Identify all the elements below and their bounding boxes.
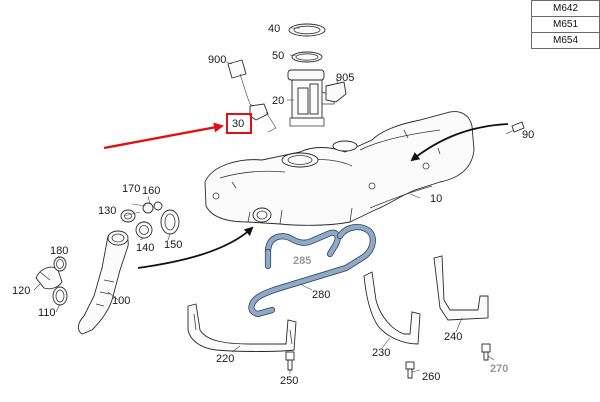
callout-20: 20 (272, 95, 284, 107)
strap-220 (187, 303, 297, 352)
part-130 (120, 209, 136, 223)
callout-270: 270 (490, 363, 508, 375)
callout-10: 10 (430, 193, 442, 205)
callout-40: 40 (268, 23, 280, 35)
engine-code-cell: M642 (531, 0, 600, 17)
callout-170: 170 (122, 183, 140, 195)
black-arrow-filler (137, 226, 254, 269)
level-sensor-905 (325, 81, 347, 103)
highlight-box (226, 113, 252, 134)
callout-260: 260 (422, 371, 440, 383)
fuel-tank (204, 111, 475, 226)
sensor-900 (227, 59, 259, 111)
callout-280: 280 (312, 289, 330, 301)
engine-code-cell: M651 (531, 16, 600, 33)
callout-90: 90 (522, 129, 534, 141)
filler-neck (77, 230, 129, 335)
bolt-250 (285, 351, 295, 371)
black-arrow-bracket (410, 123, 509, 162)
callout-250: 250 (280, 375, 298, 387)
callout-160: 160 (142, 185, 160, 197)
callout-140: 140 (136, 242, 154, 254)
callout-50: 50 (272, 50, 284, 62)
part-170 (142, 202, 154, 214)
callout-100: 100 (112, 295, 130, 307)
bolt-270 (481, 343, 491, 361)
clamp-110 (52, 286, 68, 306)
fuel-line-280 (248, 224, 376, 318)
fuel-pump-module (287, 23, 335, 127)
leader-lines (33, 27, 515, 374)
bolt-260 (405, 361, 415, 379)
clamp-180 (53, 256, 67, 272)
engine-code-table: M642 M651 M654 (531, 0, 600, 49)
callout-220: 220 (216, 353, 234, 365)
callout-240: 240 (444, 331, 462, 343)
engine-code-cell: M654 (531, 32, 600, 49)
callout-120: 120 (12, 285, 30, 297)
callout-180: 180 (50, 245, 68, 257)
red-arrow (103, 122, 224, 150)
callout-230: 230 (372, 347, 390, 359)
part-140 (135, 221, 153, 239)
strap-230 (363, 271, 421, 345)
part-160 (153, 201, 163, 211)
callout-labels: 40 50 20 900 905 30 90 10 170 160 130 14… (12, 23, 534, 387)
callout-30: 30 (232, 118, 244, 130)
fuel-cap-150 (160, 209, 180, 235)
callout-110: 110 (38, 307, 56, 319)
callout-905: 905 (336, 72, 354, 84)
callout-130: 130 (98, 205, 116, 217)
strap-240 (433, 255, 489, 321)
hose-120 (35, 266, 63, 290)
callout-285: 285 (293, 255, 311, 267)
sensor-30 (249, 103, 277, 133)
callout-150: 150 (164, 239, 182, 251)
callout-900: 900 (208, 54, 226, 66)
